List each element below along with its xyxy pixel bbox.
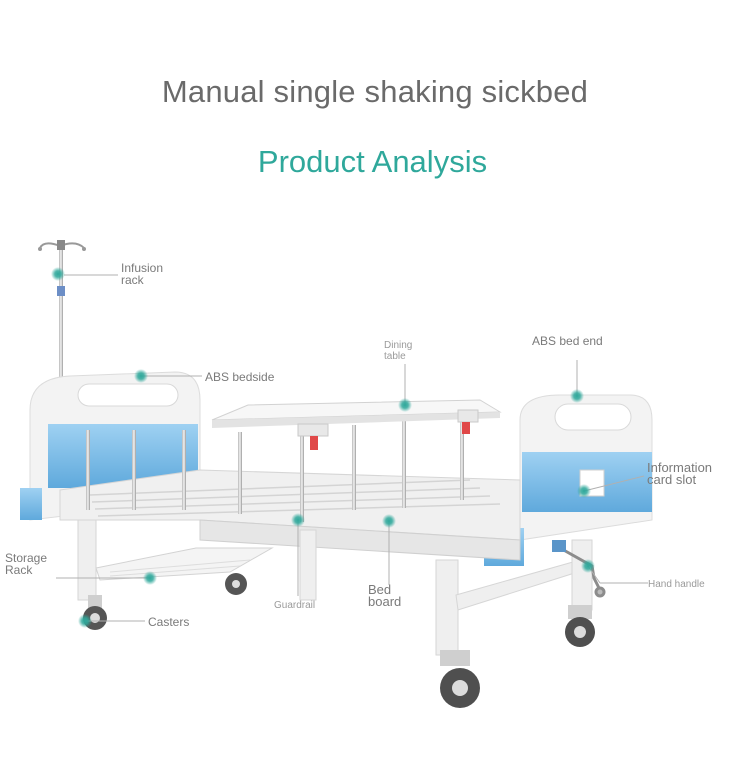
- label-guardrail: Guardrail: [274, 600, 316, 611]
- label-infusion-rack: Infusion rack: [121, 261, 164, 287]
- page-title: Manual single shaking sickbed: [161, 74, 589, 109]
- label-information-card-slot: Information card slot: [647, 460, 713, 487]
- label-storage-rack: Storage Rack: [5, 551, 48, 577]
- label-abs-bedside: ABS bedside: [205, 370, 275, 384]
- guardrail: [86, 420, 464, 522]
- label-casters: Casters: [148, 615, 190, 629]
- storage-rack: [95, 547, 274, 581]
- label-bed-board: Bed board: [368, 582, 402, 609]
- label-hand-handle: Hand handle: [648, 579, 705, 590]
- label-abs-bed-end: ABS bed end: [532, 334, 603, 348]
- hand-handle: [559, 546, 606, 598]
- bed-board: [59, 469, 521, 561]
- label-dining-table: Dining table: [384, 340, 413, 362]
- casters: [83, 573, 595, 708]
- page-subtitle: Product Analysis: [257, 144, 488, 179]
- infusion-rack-pole: [38, 240, 86, 500]
- abs-bed-end-footboard: [484, 394, 653, 566]
- hotspots: [51, 267, 595, 628]
- bed-legs: [77, 519, 593, 656]
